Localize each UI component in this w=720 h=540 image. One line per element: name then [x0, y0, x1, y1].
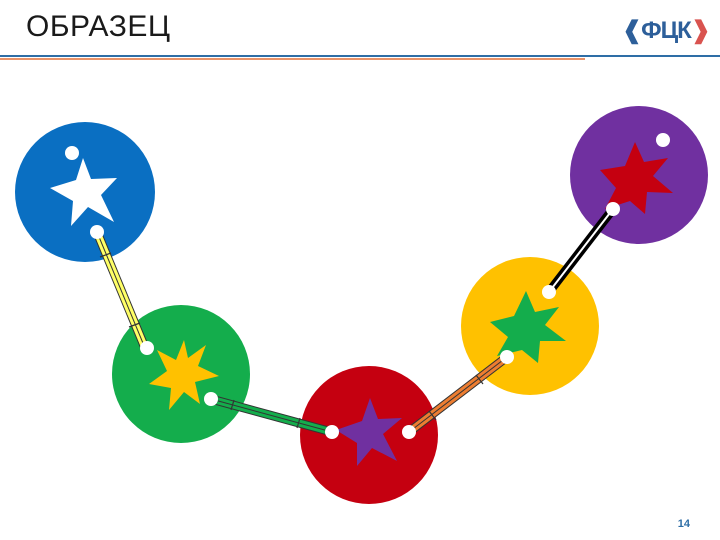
dot-blue-link	[90, 225, 104, 239]
dot-green-link-1	[140, 341, 154, 355]
link-orange	[406, 353, 510, 436]
star-green	[490, 291, 566, 363]
dot-purple-link	[606, 202, 620, 216]
dot-yellow-link-1	[500, 350, 514, 364]
header-rule-accent	[0, 58, 585, 60]
star-red	[600, 142, 673, 214]
star-purple	[336, 398, 402, 466]
dot-blue-free	[65, 146, 79, 160]
link-green	[209, 394, 334, 437]
logo-left-bracket: ❰	[622, 17, 642, 44]
fck-logo: ❰ФЦК❱	[622, 16, 711, 45]
dot-red-link-2	[402, 425, 416, 439]
dot-yellow-link-2	[542, 285, 556, 299]
logo-text: ФЦК	[641, 17, 692, 44]
dot-red-link-1	[325, 425, 339, 439]
link-yellow	[92, 230, 150, 350]
dot-purple-free	[656, 133, 670, 147]
page-number: 14	[677, 518, 690, 530]
header-rule	[0, 55, 720, 57]
dot-green-link-2	[204, 392, 218, 406]
slide-title: ОБРАЗЕЦ	[26, 10, 171, 43]
logo-right-bracket: ❱	[690, 17, 711, 44]
star-yellow	[149, 340, 219, 410]
star-white	[50, 158, 117, 226]
link-black	[545, 206, 617, 295]
